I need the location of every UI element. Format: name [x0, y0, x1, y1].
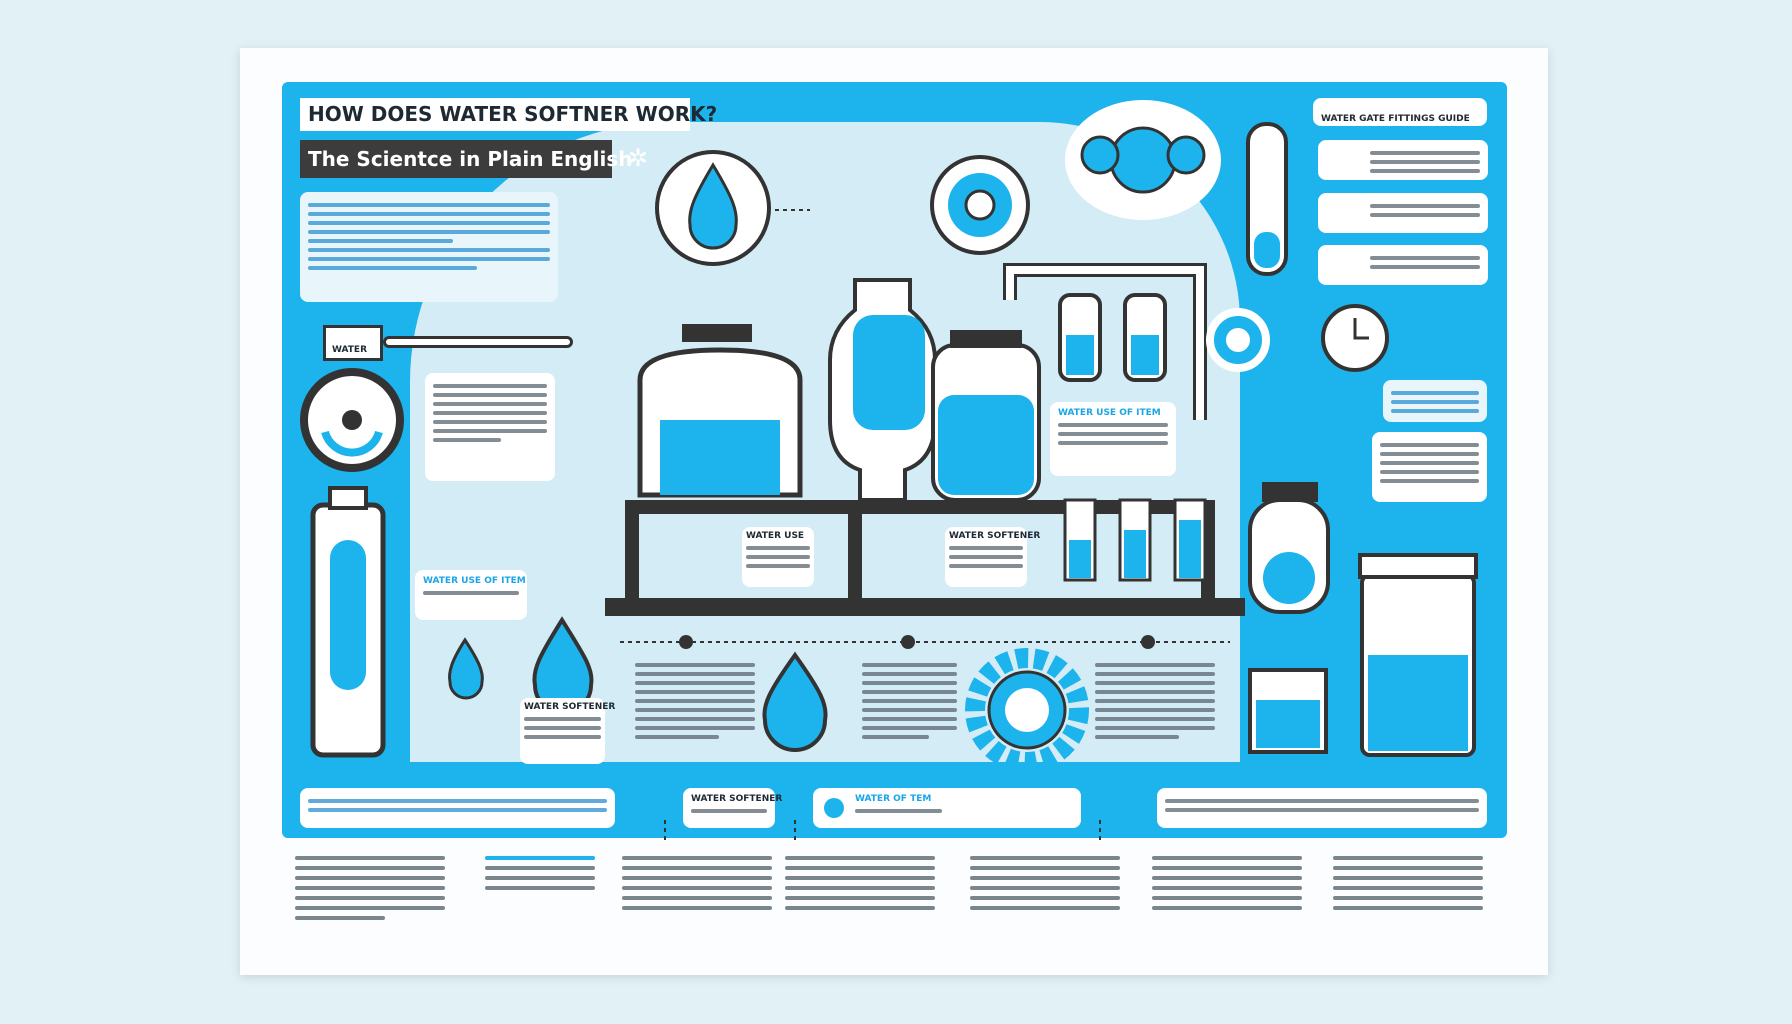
callout-box-2: WATER SOFTENER [945, 527, 1040, 587]
water-bottle-icon [1248, 482, 1330, 614]
footer-col-1 [295, 850, 445, 926]
resin-column-icon [828, 278, 937, 502]
right-guide-header: WATER GATE FITTINGS GUIDE [1313, 98, 1487, 126]
drop-icons [448, 616, 828, 752]
callout-water-use: WATER USE OF ITEM [1050, 402, 1176, 476]
guide-item-2[interactable] [1318, 193, 1488, 233]
sparkle-icon: ✲ [628, 144, 649, 172]
strip-water: WATER OF TEM [813, 788, 1081, 828]
large-tank-icon [1358, 553, 1478, 757]
footer-col-2 [485, 850, 595, 896]
process-connectors [620, 209, 1230, 840]
test-tube-icon [1246, 122, 1288, 276]
guide-item-3[interactable] [1318, 245, 1488, 285]
intro-text [300, 192, 558, 302]
strip-box: WATER SOFTENER [683, 788, 782, 828]
footer-col-6 [1152, 850, 1302, 916]
step-markers [679, 635, 1155, 649]
footer-col-7 [1333, 850, 1483, 916]
pipe-rack-icon [1003, 263, 1207, 420]
guide-note [1383, 380, 1487, 422]
step-2-text [862, 658, 957, 744]
callout-salt: WATER SOFTENER [520, 698, 615, 764]
guide-detail [1372, 432, 1487, 502]
step-3-text [1095, 658, 1215, 744]
water-jar-icon [931, 330, 1041, 502]
water-drop-icon [655, 150, 771, 266]
glass-icon [1248, 668, 1328, 754]
page-title: HOW DOES WATER SOFTNER WORK? [300, 98, 717, 131]
inlet-pipe-icon [383, 336, 573, 348]
meter-icon [300, 368, 404, 472]
page-subtitle: The Scientce in Plain English [300, 140, 632, 178]
strip-note [1157, 788, 1487, 828]
clock-icon [1321, 304, 1389, 372]
step-1-text [635, 658, 755, 744]
water-dot-icon [824, 798, 844, 818]
filter-cylinder-icon [310, 486, 386, 758]
callout-water-use-left: WATER USE OF ITEM [415, 570, 527, 620]
footer-col-5 [970, 850, 1120, 916]
footer-col-4 [785, 850, 935, 916]
tubes-row-icon [1063, 498, 1207, 582]
strip-summary [300, 788, 615, 828]
guide-item-1[interactable] [1318, 140, 1488, 180]
callout-box-1: WATER USE [742, 527, 814, 587]
brine-tank-icon [637, 324, 803, 498]
footer-col-3 [622, 850, 772, 916]
gears-cluster-icon [1065, 100, 1221, 220]
right-gear-icon [1206, 308, 1270, 372]
big-gear-icon [965, 648, 1089, 772]
gear-icon [930, 155, 1030, 255]
callout-meter [425, 373, 555, 481]
water-tag: WATER [323, 325, 383, 361]
